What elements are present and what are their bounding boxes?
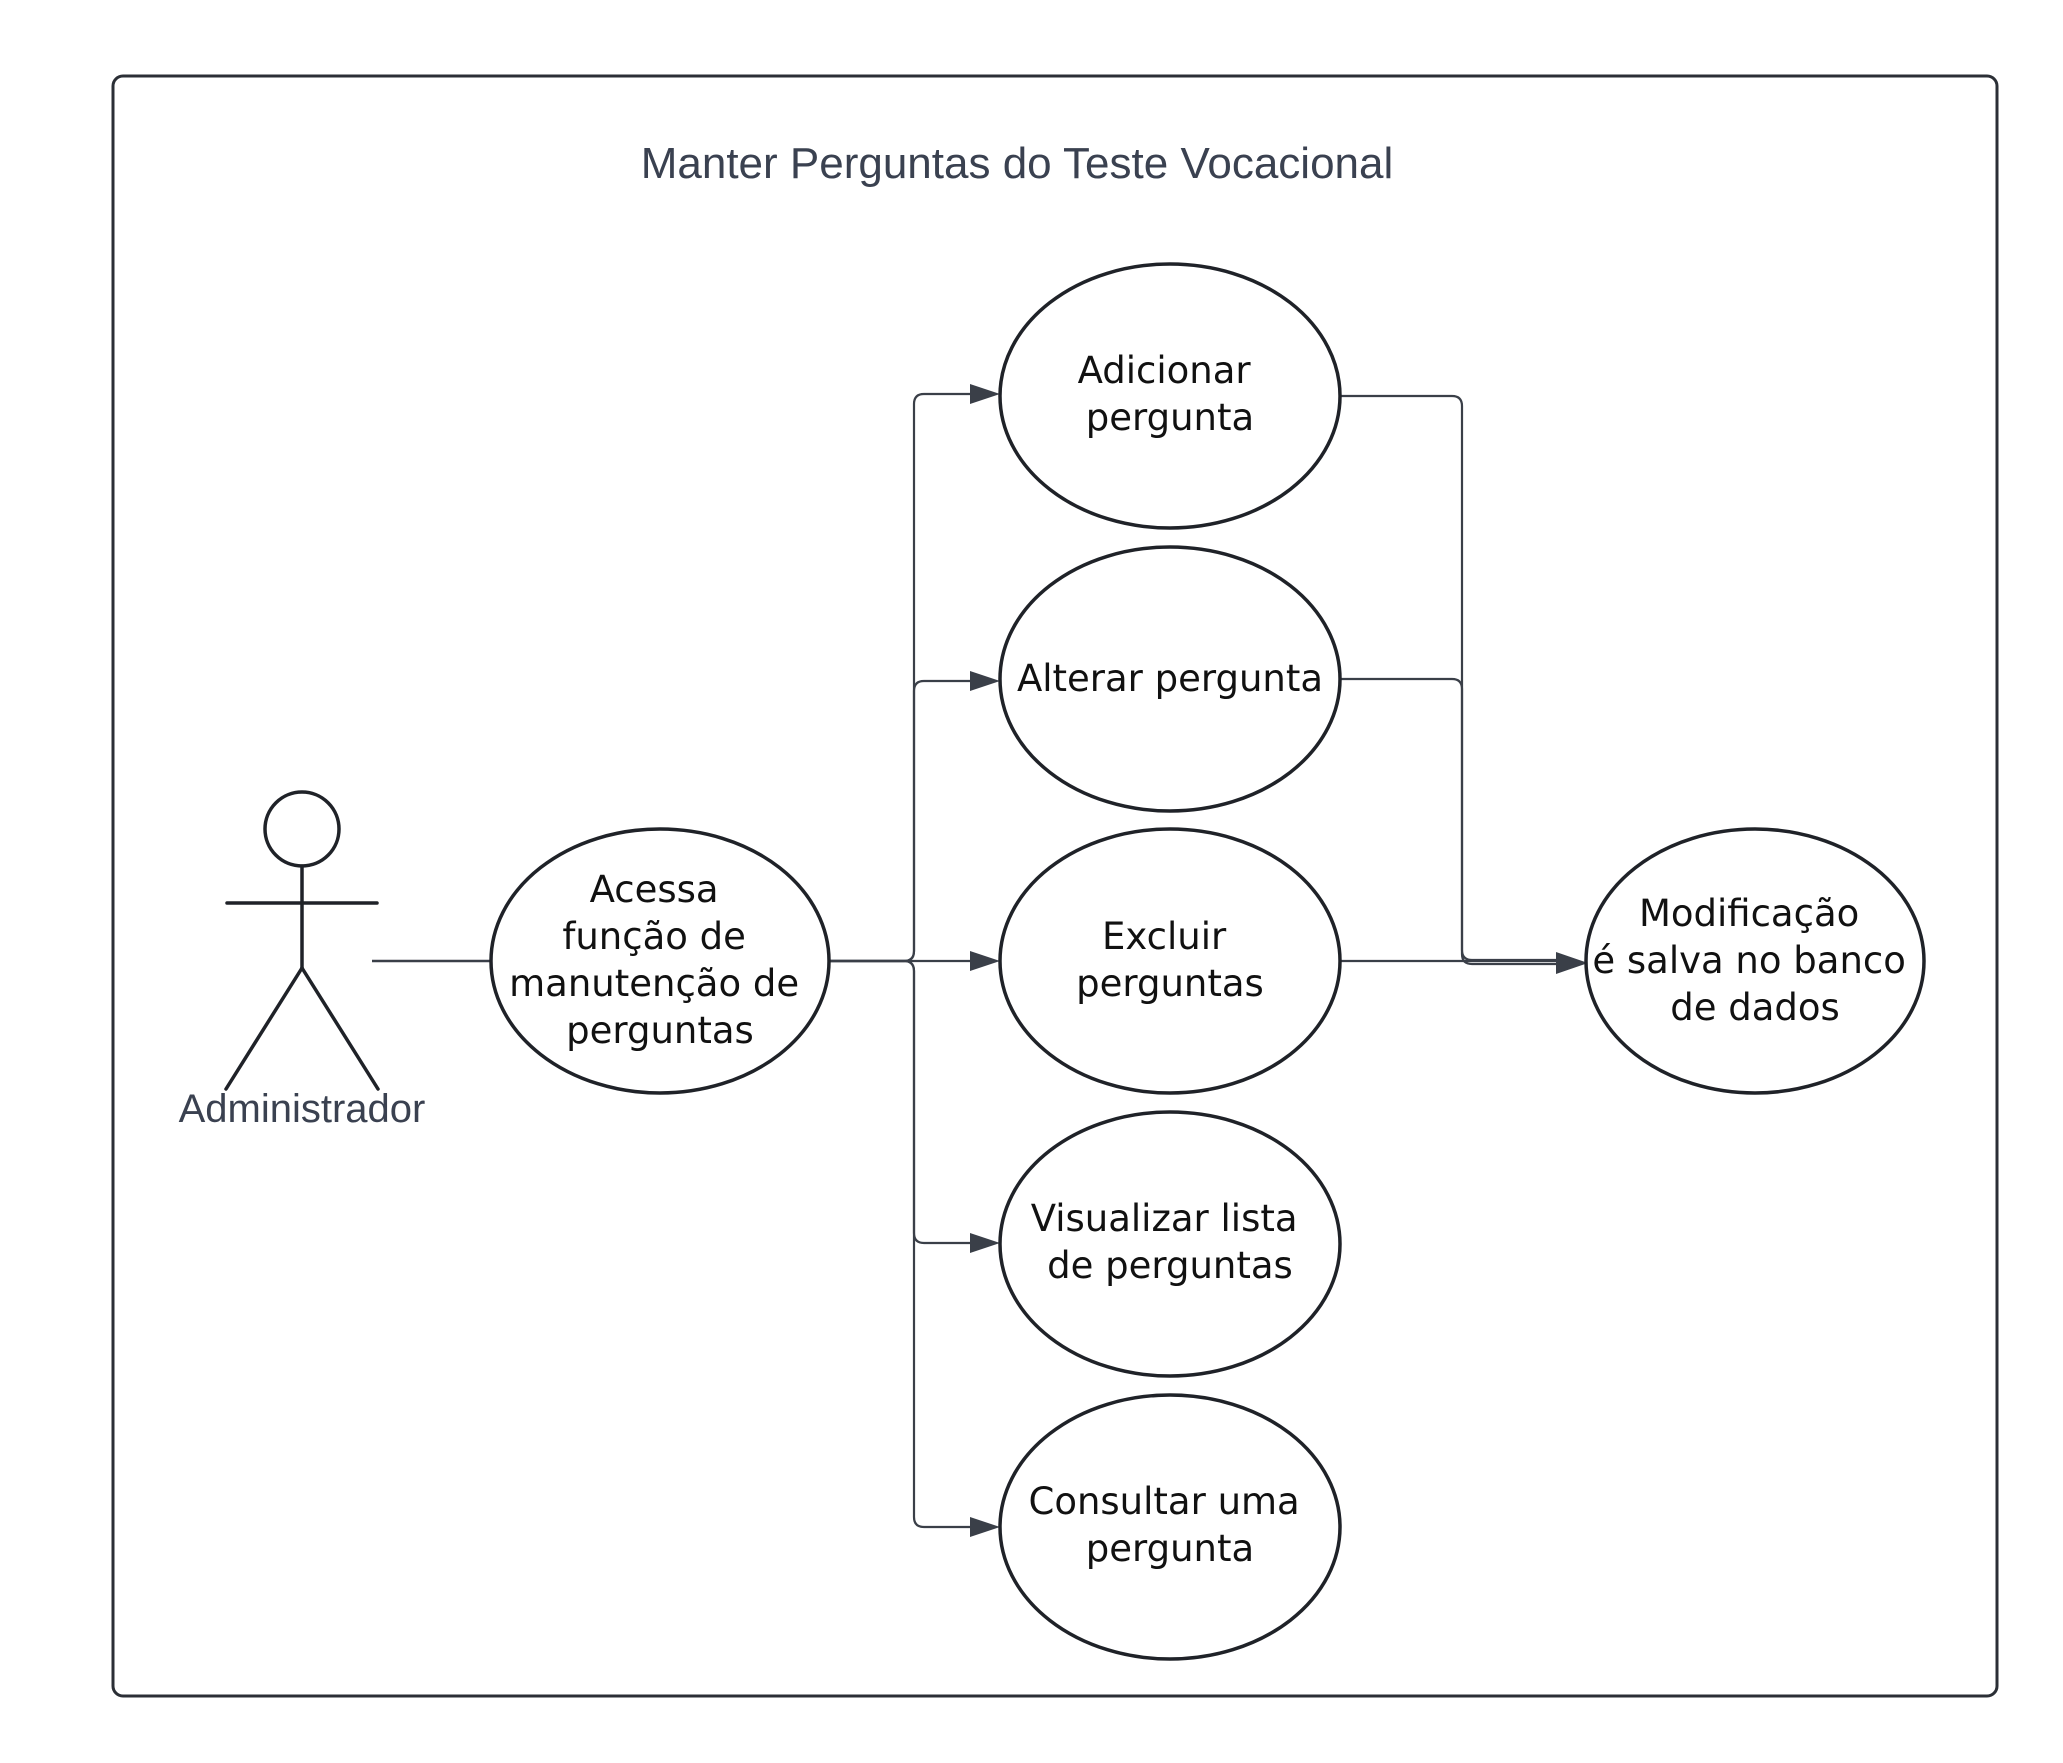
arrowhead-query bbox=[970, 1517, 1000, 1537]
use-case-ellipse bbox=[1584, 827, 1926, 1095]
use-case-ellipse bbox=[998, 1110, 1342, 1378]
use-case-access: Acessa função de manutenção de perguntas bbox=[489, 827, 831, 1095]
use-case-ellipse bbox=[489, 827, 831, 1095]
use-case-label: Modificação é salva no banco de dados bbox=[1592, 892, 1917, 1029]
diagram-title: Manter Perguntas do Teste Vocacional bbox=[641, 139, 1394, 188]
arrowhead-edit bbox=[970, 671, 1000, 691]
use-case-delete: Excluir perguntas bbox=[998, 827, 1342, 1095]
actor-label: Administrador bbox=[179, 1087, 426, 1131]
use-case-ellipse bbox=[998, 262, 1342, 530]
arrowhead-save bbox=[1556, 952, 1588, 974]
use-case-label: Acessa função de manutenção de perguntas bbox=[509, 868, 811, 1052]
use-case-edit: Alterar pergunta bbox=[998, 545, 1342, 813]
use-case-ellipse bbox=[998, 1393, 1342, 1661]
use-case-add: Adicionar pergunta bbox=[998, 262, 1342, 530]
connector-to-query bbox=[829, 959, 970, 1529]
save-connectors bbox=[1340, 394, 1556, 966]
connector-edit-to-save bbox=[1340, 677, 1556, 962]
use-case-list: Visualizar lista de perguntas bbox=[998, 1110, 1342, 1378]
use-case-label: Visualizar lista de perguntas bbox=[1031, 1197, 1310, 1287]
use-case-label: Alterar pergunta bbox=[1017, 657, 1323, 700]
actor-left-leg bbox=[224, 966, 304, 1091]
actor-administrador: Administrador bbox=[179, 790, 426, 1131]
use-case-label: Adicionar pergunta bbox=[1078, 349, 1263, 439]
connector-add-to-save bbox=[1340, 394, 1556, 966]
use-case-label: Excluir perguntas bbox=[1076, 915, 1264, 1005]
include-connectors bbox=[829, 392, 970, 1529]
arrowhead-list bbox=[970, 1233, 1000, 1253]
arrowhead-add bbox=[970, 384, 1000, 404]
use-case-save: Modificação é salva no banco de dados bbox=[1584, 827, 1926, 1095]
use-case-ellipse bbox=[998, 545, 1342, 813]
use-case-ellipse bbox=[998, 827, 1342, 1095]
actor-right-leg bbox=[300, 966, 380, 1091]
use-case-query: Consultar uma pergunta bbox=[998, 1393, 1342, 1661]
arrowhead-delete bbox=[970, 951, 1000, 971]
arrowheads bbox=[970, 384, 1588, 1537]
use-case-label: Consultar uma pergunta bbox=[1028, 1480, 1311, 1570]
